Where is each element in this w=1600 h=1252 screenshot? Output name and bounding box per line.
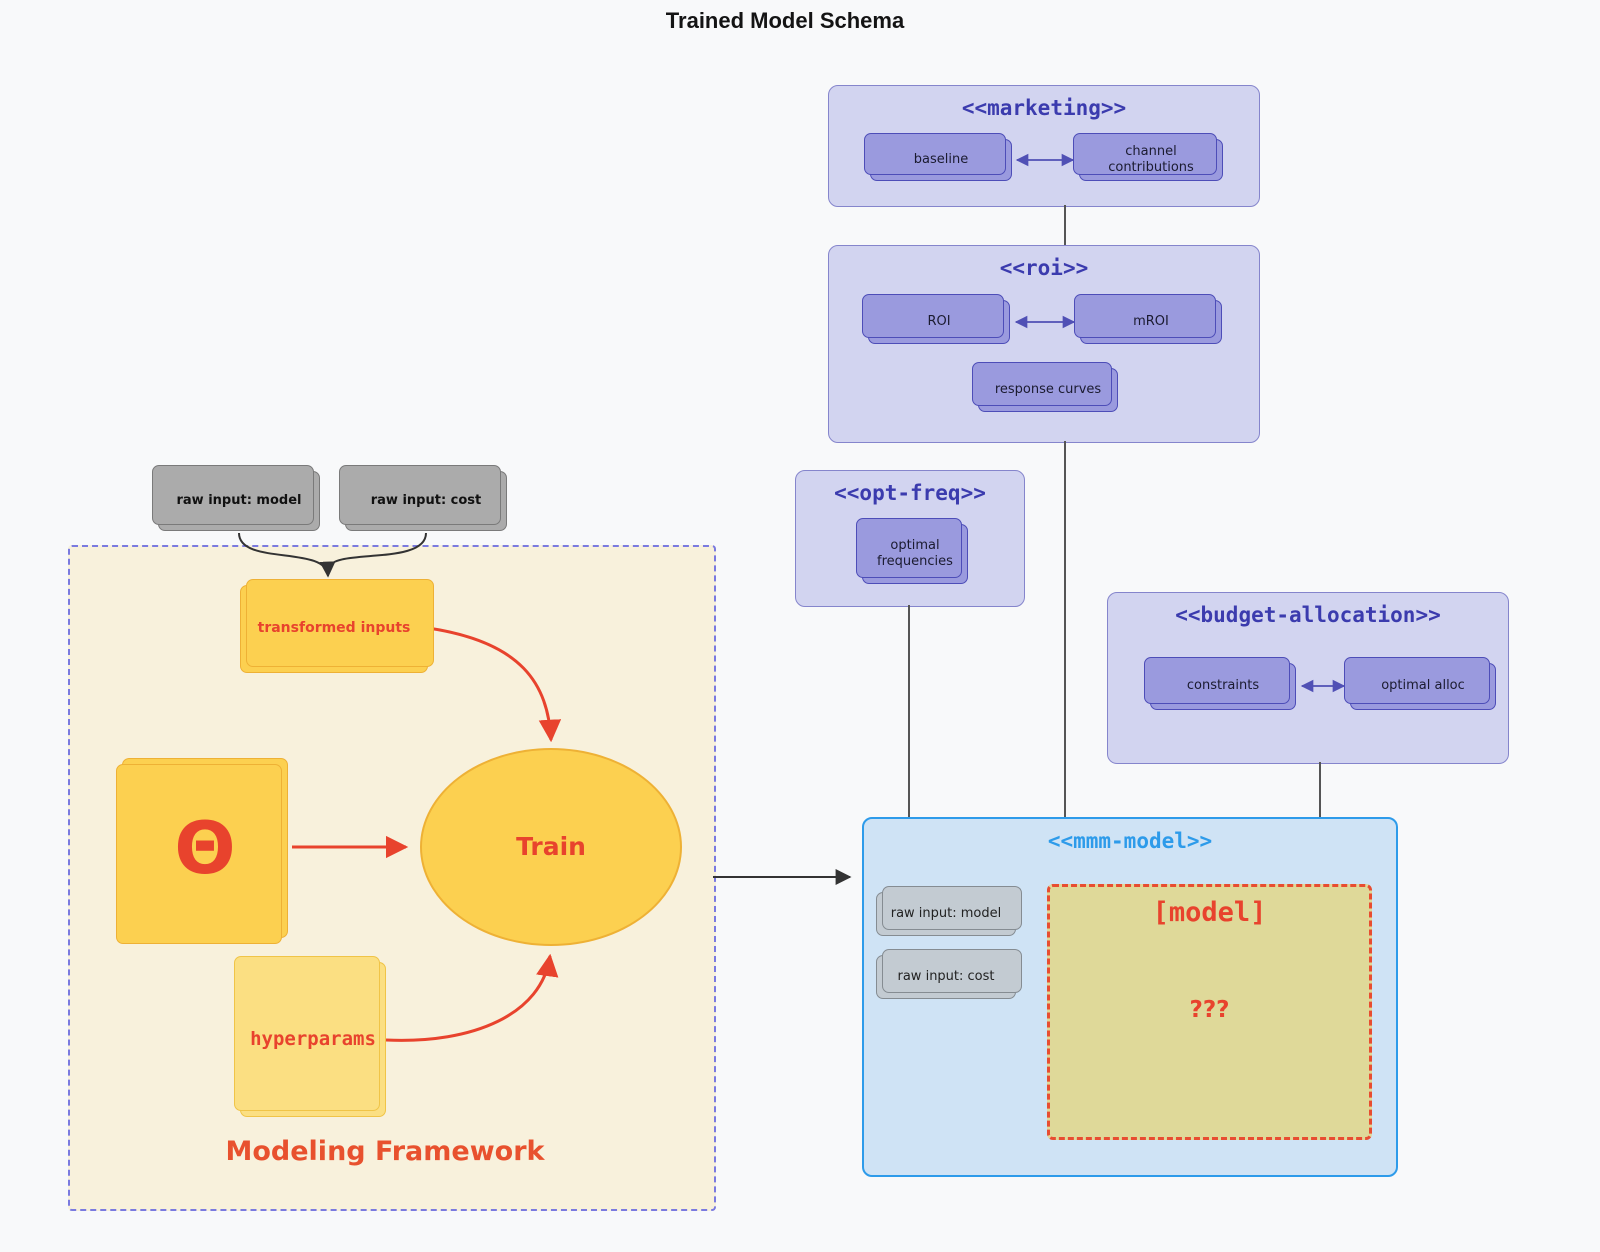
node-constraints: constraints	[1144, 657, 1296, 710]
node-transformed-inputs: transformed inputs	[240, 579, 434, 673]
diagram-title: Trained Model Schema	[665, 8, 905, 33]
model-placeholder-label: [model]	[1152, 897, 1267, 928]
node-raw-input-model: raw input: model	[152, 465, 320, 531]
node-raw-input-cost: raw input: cost	[339, 465, 507, 531]
node-mmm-raw-input-cost: raw input: cost	[876, 949, 1022, 999]
node-hyperparams: hyperparams	[234, 956, 386, 1117]
node-roi: ROI	[862, 294, 1010, 344]
node-mmm-raw-input-model: raw input: model	[876, 886, 1022, 936]
group-marketing-title: <<marketing>>	[961, 96, 1127, 120]
node-optimal-alloc: optimal alloc	[1344, 657, 1496, 710]
node-baseline: baseline	[864, 133, 1012, 181]
group-budget-allocation-title: <<budget-allocation>>	[1175, 603, 1441, 627]
node-mroi: mROI	[1074, 294, 1222, 344]
group-opt-freq-title: <<opt-freq>>	[834, 481, 986, 505]
node-optimal-frequencies: optimal frequencies	[856, 518, 968, 584]
group-roi: <<roi>>	[828, 245, 1260, 443]
node-theta: Θ	[116, 758, 288, 944]
model-unknown-label: ???	[1189, 997, 1230, 1023]
node-train: Train	[420, 748, 682, 946]
group-roi-title: <<roi>>	[999, 256, 1089, 280]
node-model-placeholder: [model] ???	[1047, 884, 1372, 1140]
modeling-framework-label: Modeling Framework	[225, 1136, 545, 1167]
group-mmm-model-title: <<mmm-model>>	[1047, 829, 1213, 853]
node-response-curves: response curves	[972, 362, 1118, 412]
node-channel-contributions: channel contributions	[1073, 133, 1223, 181]
